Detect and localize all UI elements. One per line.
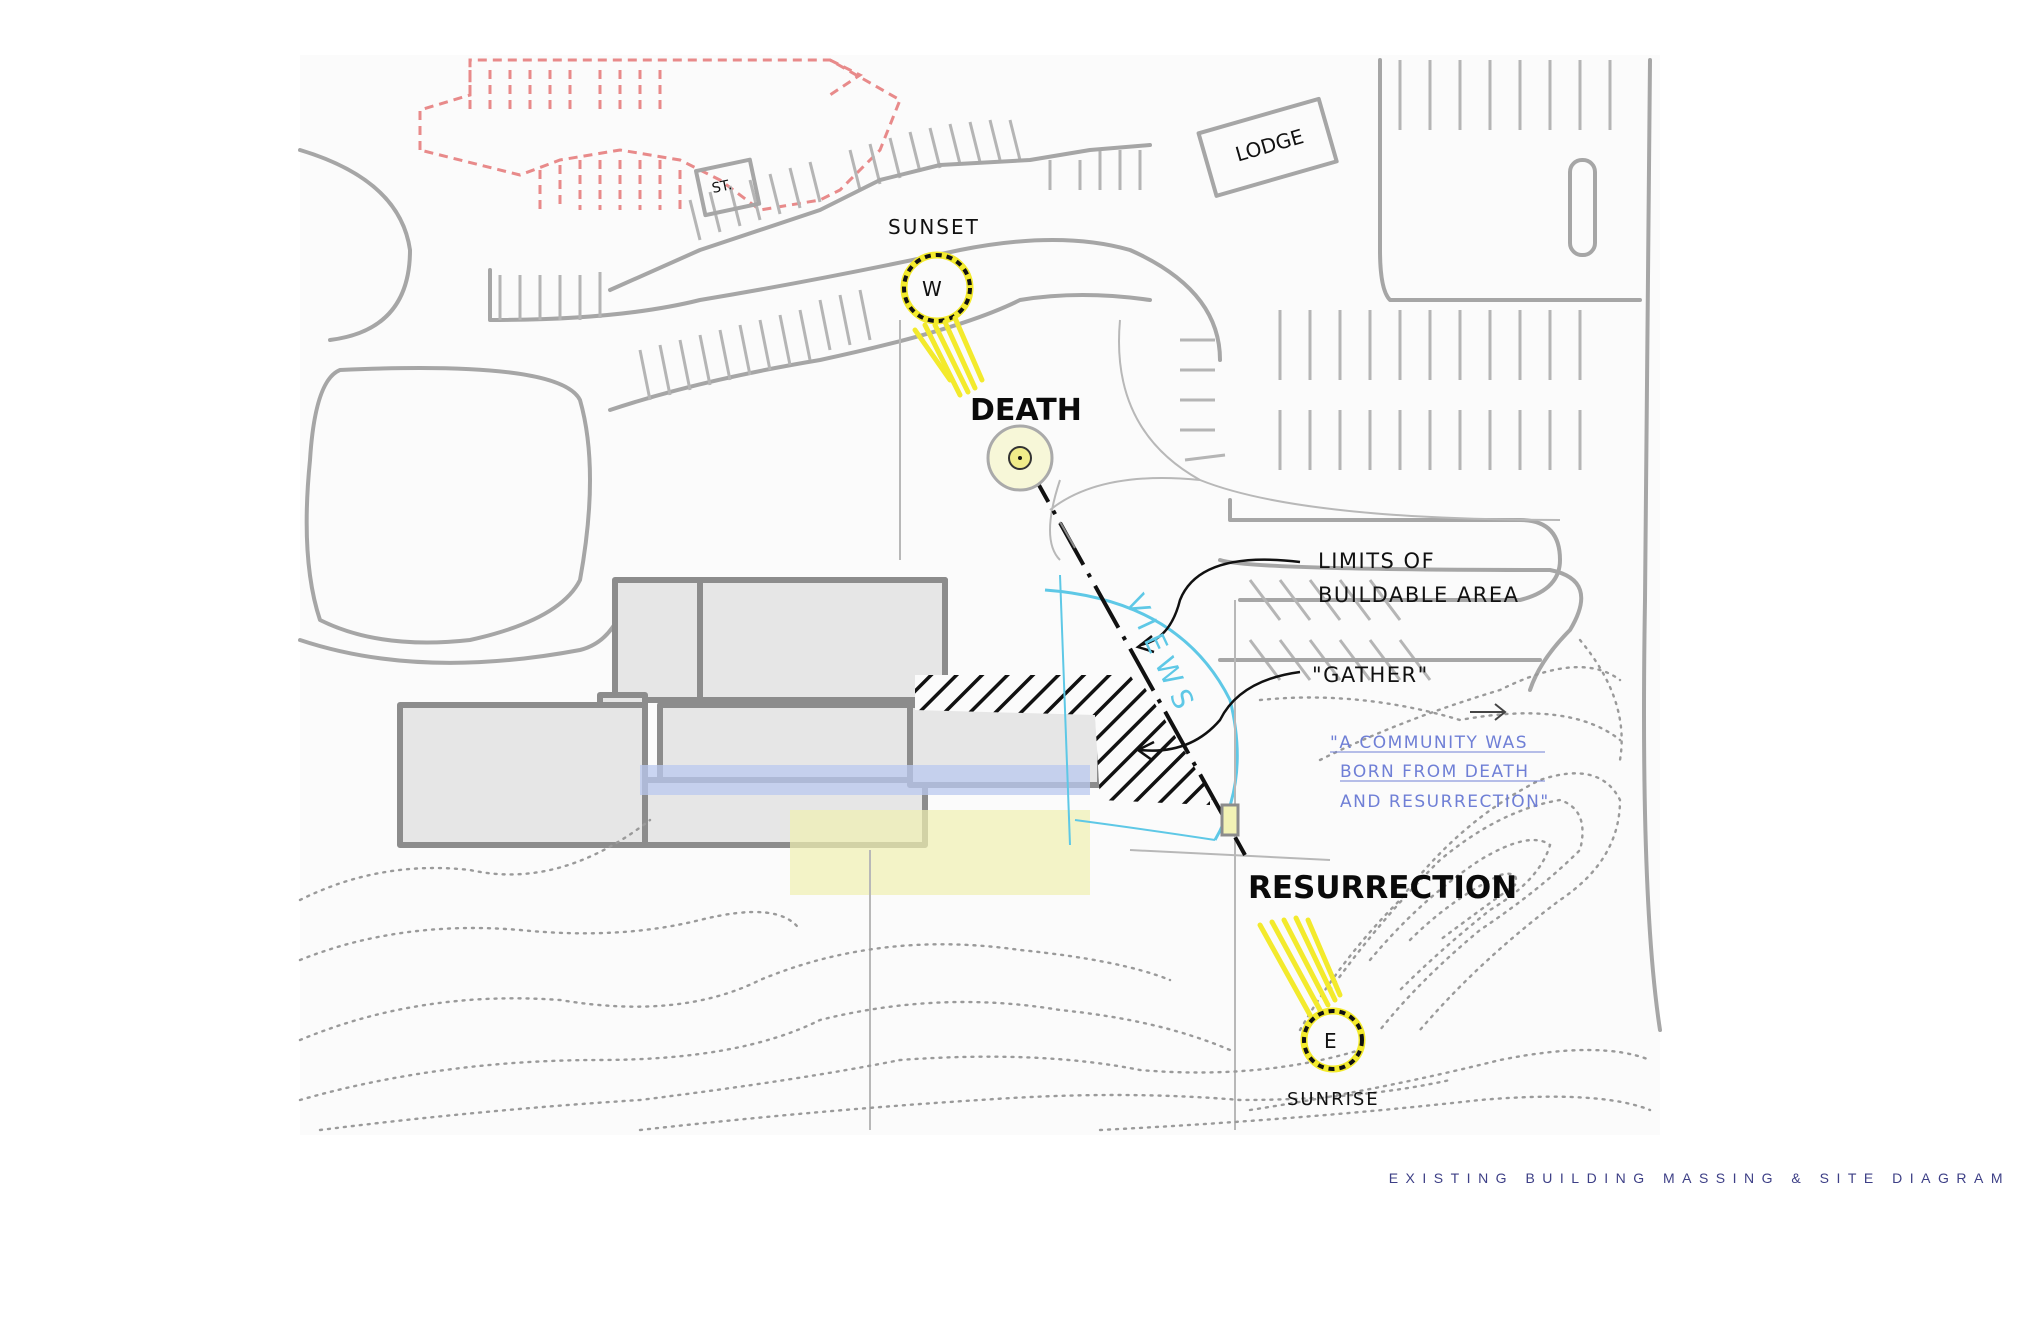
west-letter: W (922, 277, 942, 301)
central-lawn-paths (899, 319, 1561, 561)
sunrise-sun: E SUNRISE (1257, 915, 1380, 1110)
death-label: DEATH (970, 393, 1082, 428)
site-reference-lines (869, 600, 1331, 1130)
limits-annotation: LIMITS OF BUILDABLE AREA (1135, 549, 1519, 654)
gather-label: "GATHER" (1312, 663, 1429, 687)
death-marker: DEATH (970, 393, 1082, 492)
axis-extension (1059, 521, 1076, 549)
pointer-arrow-icon (1470, 703, 1507, 721)
st-label: ST. (710, 177, 733, 197)
gather-corridor-blue (640, 765, 1090, 795)
pointer-arrow-icon (1139, 670, 1301, 752)
existing-parking-red (418, 58, 902, 212)
gather-annotation: "GATHER" (1135, 663, 1429, 762)
quote-line2: BORN FROM DEATH (1340, 762, 1530, 782)
limits-line2: BUILDABLE AREA (1318, 583, 1519, 607)
west-pond (304, 366, 592, 645)
quote-line3: AND RESURRECTION" (1340, 792, 1550, 812)
limits-line1: LIMITS OF (1318, 549, 1435, 573)
storage-building: ST. (694, 157, 762, 218)
north-parking-row (488, 119, 1226, 462)
figure-caption: EXISTING BUILDING MASSING & SITE DIAGRAM (1388, 1170, 2010, 1186)
sanctuary-nave-yellow (790, 810, 1090, 895)
community-quote: "A COMMUNITY WAS BORN FROM DEATH AND RES… (1330, 733, 1550, 812)
sunrise-label: SUNRISE (1287, 1089, 1380, 1110)
gather-hatched-block (1095, 680, 1215, 800)
resurrection-label: RESURRECTION (1248, 870, 1517, 906)
resurrection-marker: RESURRECTION (1220, 803, 1517, 906)
sunset-label: SUNSET (888, 215, 980, 239)
quote-line1: "A COMMUNITY WAS (1330, 733, 1528, 753)
roundabout-edge (298, 148, 412, 342)
east-parking-lot (1218, 58, 1662, 1032)
pointer-arrow-icon (1139, 558, 1301, 647)
east-letter: E (1324, 1029, 1337, 1053)
views-arc-blue (1044, 574, 1239, 846)
sunset-sun: W SUNSET (888, 215, 985, 398)
sketch-paper (300, 55, 1660, 1135)
topographic-contours (298, 638, 1652, 1132)
